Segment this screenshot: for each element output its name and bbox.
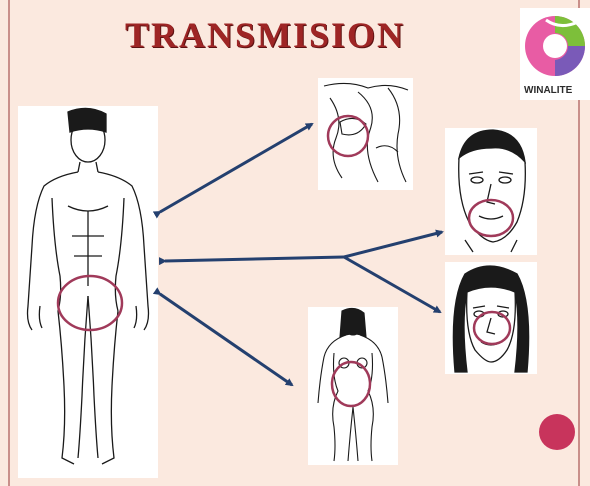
highlight-circle-female-genital (332, 362, 370, 406)
arrow-branch-to-male-face (344, 232, 442, 257)
arrow-body-to-branch (165, 257, 344, 261)
highlight-circle-female-mouth (474, 312, 510, 344)
highlight-circle-male-genital (58, 276, 122, 330)
highlight-circle-male-mouth (469, 200, 513, 236)
arrow-branch-to-female-face (344, 257, 440, 312)
accent-dot (539, 414, 575, 450)
arrow-body-to-female-body (160, 294, 292, 385)
highlight-circle-mouth (328, 116, 368, 156)
arrow-body-to-mouth (160, 124, 312, 212)
